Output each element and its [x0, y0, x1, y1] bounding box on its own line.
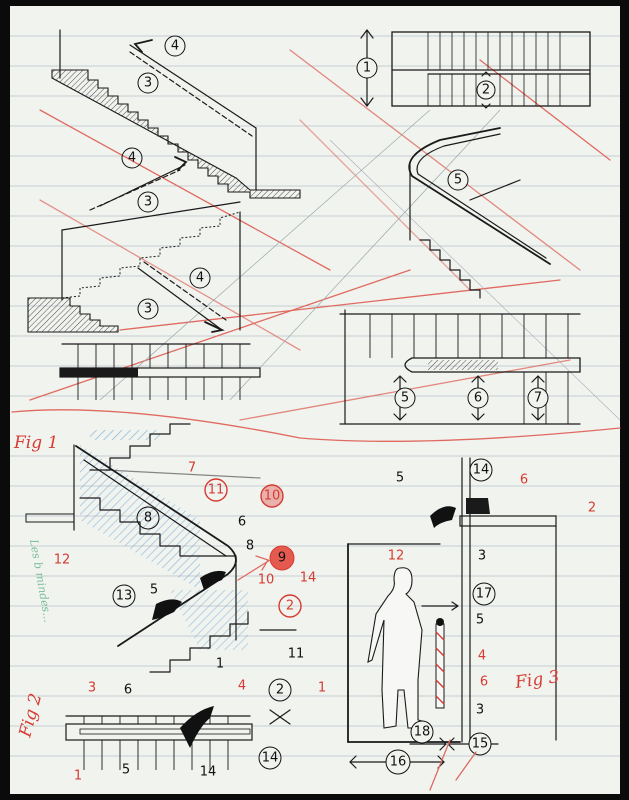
- fig2-stair-drawing: [25, 423, 297, 673]
- label: 5: [396, 471, 404, 486]
- callout: 3: [144, 302, 152, 317]
- fig2-callouts: 8 13 5 6 8 11 1: [112, 506, 305, 672]
- railing-elevation-mid-left: [59, 343, 261, 400]
- stair-plan-top-right: 1 2: [356, 29, 591, 109]
- label: 14: [300, 571, 317, 586]
- label: 7: [188, 461, 196, 476]
- label: 6: [124, 683, 132, 698]
- label: 11: [288, 647, 305, 662]
- stair-section-top-left: [27, 29, 301, 333]
- label: 10: [258, 573, 275, 588]
- callout: 16: [390, 755, 407, 770]
- callout: 4: [128, 151, 136, 166]
- label: 4: [478, 649, 486, 664]
- callout: 1: [363, 61, 371, 76]
- handrail-corner-detail: 5: [408, 127, 551, 299]
- label: 2: [588, 501, 596, 516]
- label: 5: [122, 763, 130, 778]
- label: 3: [476, 703, 484, 718]
- callout: 8: [144, 511, 152, 526]
- paper: [10, 6, 620, 794]
- callout: 7: [534, 391, 542, 406]
- label: 1: [318, 681, 326, 696]
- grey-guide-lines: [99, 109, 621, 421]
- label: 1: [216, 657, 224, 672]
- callout: 3: [144, 76, 152, 91]
- callout: 5: [454, 173, 462, 188]
- callout: 2: [286, 599, 294, 614]
- callout: 10: [264, 489, 281, 504]
- label: 5: [150, 583, 158, 598]
- label: 14: [200, 765, 217, 780]
- callout: 2: [276, 683, 284, 698]
- label: 6: [238, 515, 246, 530]
- callout: 14: [473, 463, 490, 478]
- label: 6: [520, 473, 528, 488]
- fig1-label: Fig 1: [13, 433, 58, 453]
- callout: 4: [196, 271, 204, 286]
- callout: 6: [474, 391, 482, 406]
- fig2-red-callouts: 7 11 10 9 10 14 2 12: [54, 461, 317, 618]
- callout: 4: [171, 39, 179, 54]
- label: 5: [476, 613, 484, 628]
- callout: 9: [278, 551, 286, 566]
- callout: 13: [116, 589, 133, 604]
- label: 12: [388, 549, 405, 564]
- callout: 15: [472, 737, 489, 752]
- callout: 17: [476, 587, 493, 602]
- label: 3: [88, 681, 96, 696]
- callout: 18: [414, 725, 431, 740]
- label: 1: [74, 769, 82, 784]
- callout: 3: [144, 195, 152, 210]
- callout: 5: [401, 391, 409, 406]
- callout: 2: [482, 83, 490, 98]
- label: 4: [238, 679, 246, 694]
- fig3-drawing: 14 5 6 2 12 3 17 5 4 6 3 1 18 16 15: [318, 457, 596, 791]
- label: 12: [54, 553, 71, 568]
- label: 3: [478, 549, 486, 564]
- label: 8: [246, 539, 254, 554]
- fig2-bottom-plan: 2 14 3 6 4 1 5 14: [65, 678, 292, 784]
- callouts-top-left: 4 3 4 3 4 3: [121, 35, 211, 320]
- callout: 11: [208, 483, 225, 498]
- railing-elevation-mid-right: 5 6 7: [339, 309, 581, 425]
- callout: 14: [262, 751, 279, 766]
- label: 6: [480, 675, 488, 690]
